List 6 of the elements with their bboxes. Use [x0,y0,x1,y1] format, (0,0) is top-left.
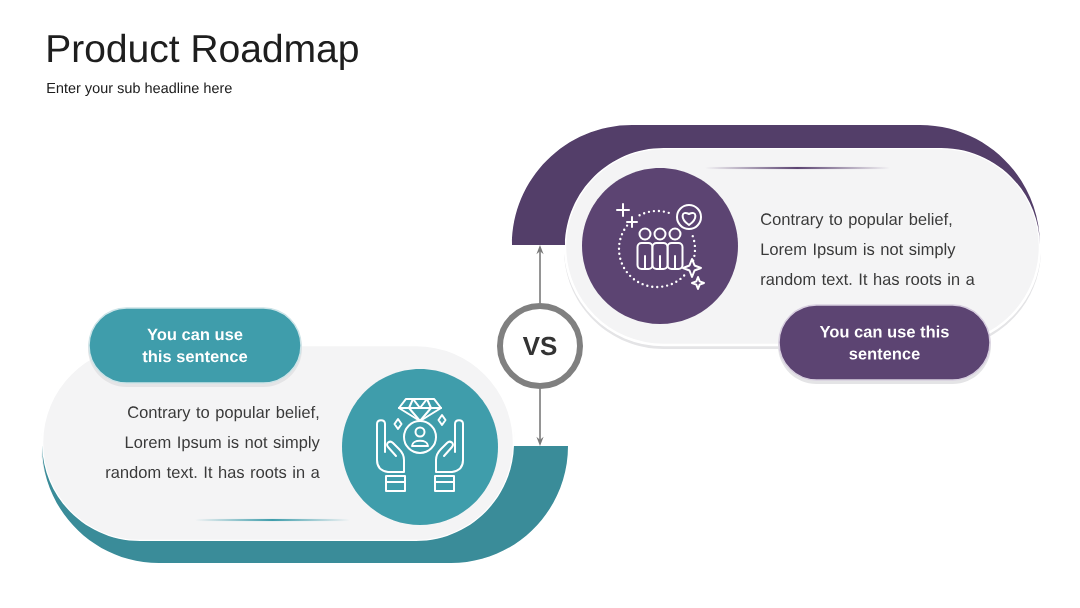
arc-band [512,125,1040,245]
title: Product Roadmap [48,33,358,71]
subtitle: Enter your sub headline here [47,82,232,96]
label-pill: You can use this sentence [778,304,991,384]
label-pill: You can use this sentence [88,307,302,387]
circle-badge: VS [497,303,583,389]
